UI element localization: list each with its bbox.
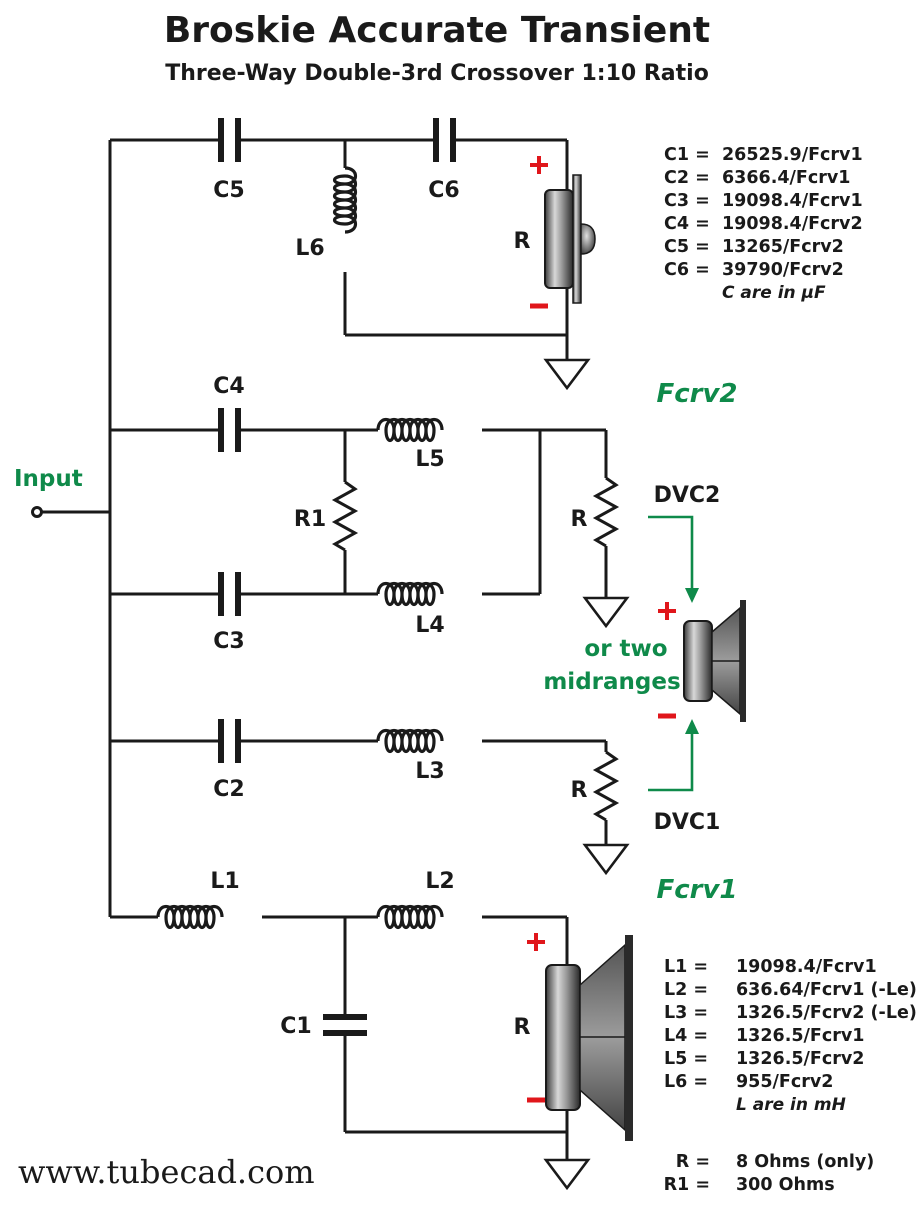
c3-label: C3 <box>213 629 244 654</box>
l1-label: L1 <box>210 869 239 894</box>
cap-row-value: 6366.4/Fcrv1 <box>722 168 850 188</box>
resistor-table: R = 8 Ohms (only) R1 = 300 Ohms <box>664 1152 875 1195</box>
woofer-branch <box>110 904 591 1191</box>
ind-row-name: L1 = <box>664 957 708 977</box>
input-label: Input <box>14 466 83 492</box>
ind-row-value: 955/Fcrv2 <box>736 1072 833 1092</box>
ind-row-name: L6 = <box>664 1072 708 1092</box>
res-row-value: 300 Ohms <box>736 1175 835 1195</box>
dvc1-branch <box>110 719 630 876</box>
c4-label: C4 <box>213 374 244 399</box>
cap-row-value: 39790/Fcrv2 <box>722 260 844 280</box>
l3-label: L3 <box>415 759 444 784</box>
res-row-value: 8 Ohms (only) <box>736 1152 874 1172</box>
tweeter-r-label: R <box>514 229 531 254</box>
dvc1-label: DVC1 <box>654 810 721 835</box>
cap-row-name: C5 = <box>664 237 710 257</box>
l4-label: L4 <box>415 613 444 638</box>
fcrv1-label: Fcrv1 <box>656 875 737 905</box>
cap-row-name: C1 = <box>664 145 710 165</box>
ind-row-name: L4 = <box>664 1026 708 1046</box>
or-two-label: or two <box>584 636 667 662</box>
ind-row-value: 1326.5/Fcrv2 (-Le) <box>736 1003 917 1023</box>
ind-row-value: 1326.5/Fcrv2 <box>736 1049 864 1069</box>
midrange-icon <box>683 600 746 722</box>
res-row-name: R = <box>676 1152 710 1172</box>
c1-label: C1 <box>280 1014 311 1039</box>
c2-label: C2 <box>213 777 244 802</box>
inductor-table: L1 = 19098.4/Fcrv1 L2 = 636.64/Fcrv1 (-L… <box>664 957 917 1115</box>
res-row-name: R1 = <box>664 1175 710 1195</box>
cap-row-value: 19098.4/Fcrv1 <box>722 191 863 211</box>
midranges-label: midranges <box>543 669 680 695</box>
ind-row-value: 1326.5/Fcrv1 <box>736 1026 864 1046</box>
ind-units-note: L are in mH <box>736 1095 846 1115</box>
ind-row-name: L3 = <box>664 1003 708 1023</box>
cap-units-note: C are in µF <box>722 283 826 303</box>
l6-label: L6 <box>295 236 324 261</box>
ind-row-value: 19098.4/Fcrv1 <box>736 957 877 977</box>
r1-label: R1 <box>294 507 326 532</box>
cap-row-name: C2 = <box>664 168 710 188</box>
c6-label: C6 <box>428 178 459 203</box>
dvc1-r-label: R <box>571 778 588 803</box>
midrange-plus-icon <box>658 602 676 620</box>
capacitor-table: C1 = 26525.9/Fcrv1 C2 = 6366.4/Fcrv1 C3 … <box>664 145 863 303</box>
tweeter-branch <box>110 118 591 391</box>
woofer-plus-icon <box>527 933 545 951</box>
dvc2-branch <box>110 408 630 629</box>
cap-row-name: C4 = <box>664 214 710 234</box>
dvc2-label: DVC2 <box>654 483 721 508</box>
cap-row-name: C3 = <box>664 191 710 211</box>
cap-row-value: 13265/Fcrv2 <box>722 237 844 257</box>
tweeter-icon <box>544 174 596 304</box>
cap-row-name: C6 = <box>664 260 710 280</box>
ind-row-name: L2 = <box>664 980 708 1000</box>
dvc2-r-label: R <box>571 507 588 532</box>
l5-label: L5 <box>415 447 444 472</box>
woofer-r-label: R <box>514 1015 531 1040</box>
woofer-icon <box>545 935 633 1141</box>
l2-label: L2 <box>425 869 454 894</box>
ind-row-name: L5 = <box>664 1049 708 1069</box>
input-bus <box>31 140 112 917</box>
c5-label: C5 <box>213 178 244 203</box>
page-title: Broskie Accurate Transient <box>164 10 710 51</box>
dvc2-arrow <box>648 515 699 603</box>
fcrv2-label: Fcrv2 <box>656 379 737 409</box>
cap-row-value: 26525.9/Fcrv1 <box>722 145 863 165</box>
tweeter-plus-icon <box>530 156 548 174</box>
cap-row-value: 19098.4/Fcrv2 <box>722 214 863 234</box>
dvc1-arrow <box>648 719 699 792</box>
website-url: www.tubecad.com <box>18 1153 315 1191</box>
ind-row-value: 636.64/Fcrv1 (-Le) <box>736 980 917 1000</box>
page-subtitle: Three-Way Double-3rd Crossover 1:10 Rati… <box>165 61 709 86</box>
